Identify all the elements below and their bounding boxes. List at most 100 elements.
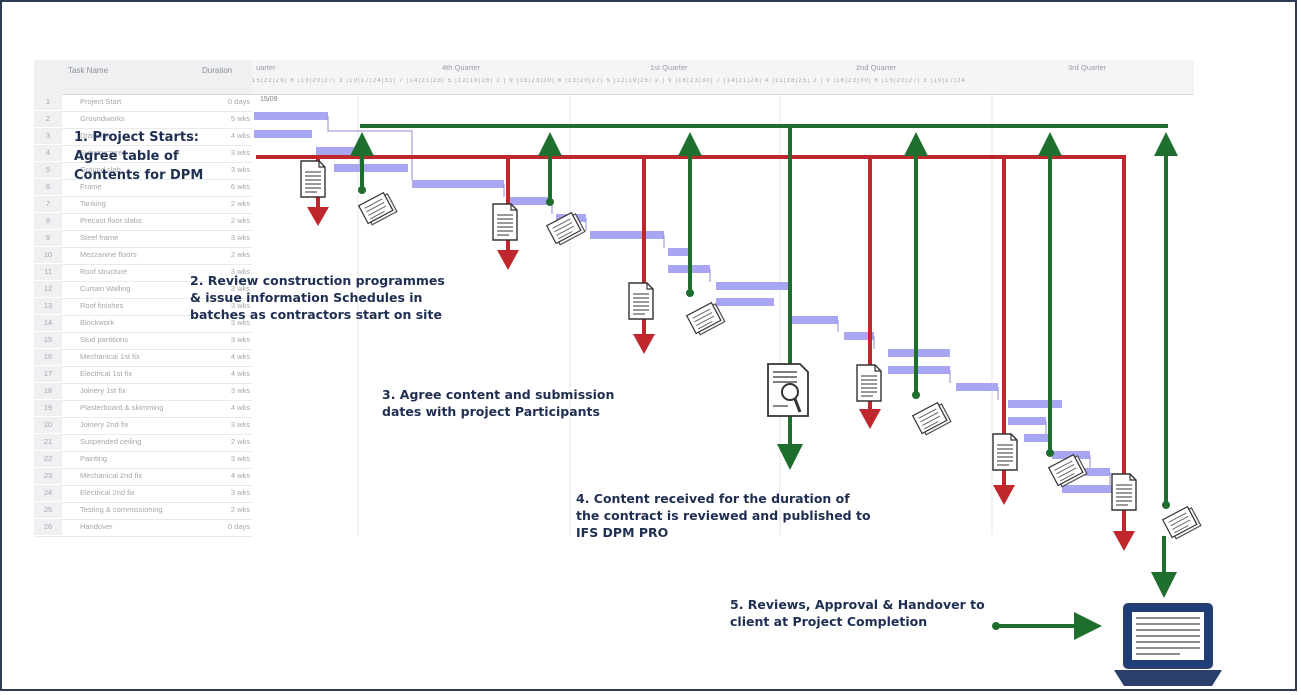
task-duration: 2 wks [230,437,250,446]
task-name: Curtain Walling [80,284,131,293]
task-duration: 5 wks [230,114,250,123]
task-name: Precast floor slabs [80,216,142,225]
task-name: Suspended ceiling [80,437,142,446]
step-4-label: 4. Content received for the duration of … [576,491,871,540]
task-name: Tanking [80,199,106,208]
step-2-label: 2. Review construction programmes & issu… [190,273,445,322]
task-number: 24 [34,485,62,501]
task-number: 18 [34,383,62,399]
task-duration: 4 wks [230,352,250,361]
task-name: Painting [80,454,108,463]
document-stack-icon [912,400,952,437]
task-row: 7 Tanking 2 wks [34,196,252,214]
task-number: 2 [34,111,62,127]
task-number: 5 [34,162,62,178]
task-number: 17 [34,366,62,382]
step-5-label: 5. Reviews, Approval & Handover to clien… [730,597,985,629]
task-number: 4 [34,145,62,161]
quarter-label: uarter [256,63,276,72]
task-number: 25 [34,502,62,518]
task-number: 19 [34,400,62,416]
task-row: 10 Mezzanine floors 2 wks [34,247,252,265]
task-number: 26 [34,519,62,535]
document-icon [992,433,1018,471]
quarter-label: 3rd Quarter [1068,63,1107,72]
task-number: 11 [34,264,62,280]
task-duration: 3 wks [230,386,250,395]
document-icon [1111,473,1137,511]
task-number: 1 [34,94,62,110]
task-duration: 4 wks [230,403,250,412]
task-name: Electrical 2nd fix [80,488,135,497]
task-duration: 3 wks [230,284,250,293]
task-duration: 3 wks [230,318,250,327]
task-duration: 3 wks [230,165,250,174]
gantt-gridlines [357,94,993,535]
task-name: Handover [80,522,113,531]
task-number: 22 [34,451,62,467]
task-name: Joinery 2nd fix [80,420,129,429]
task-number: 21 [34,434,62,450]
document-stack-icon [686,300,726,337]
task-number: 10 [34,247,62,263]
task-number: 23 [34,468,62,484]
duration-header: Duration [202,66,233,75]
task-name: Roof structure [80,267,128,276]
task-name: Substructure [80,148,123,157]
timeline-header: uarter 4th Quarter 1st Quarter 2nd Quart… [252,60,1194,95]
task-number: 14 [34,315,62,331]
task-row: 16 Mechanical 1st fix 4 wks [34,349,252,367]
task-duration: 3 wks [230,335,250,344]
task-duration: 3 wks [230,488,250,497]
task-row: 3 Drainage 4 wks [34,128,252,146]
task-name: Frame [80,182,102,191]
task-duration: 2 wks [230,505,250,514]
task-name: Electrical 1st fix [80,369,133,378]
task-name: Mezzanine floors [80,250,137,259]
task-name: Steel frame [80,233,119,242]
task-duration: 2 wks [230,250,250,259]
task-row: 21 Suspended ceiling 2 wks [34,434,252,452]
task-duration: 4 wks [230,131,250,140]
review-document-icon [767,363,809,417]
task-name: Plasterboard & skimming [80,403,164,412]
task-name: Mechanical 1st fix [80,352,140,361]
task-row: 19 Plasterboard & skimming 4 wks [34,400,252,418]
task-name: Joinery 1st fix [80,386,126,395]
laptop-icon [1114,603,1222,686]
quarter-label: 4th Quarter [442,63,480,72]
task-row: 15 Stud partitions 3 wks [34,332,252,350]
task-number: 3 [34,128,62,144]
document-stack-icon [1162,504,1202,541]
green-arrowheads [350,132,1178,640]
task-duration: 2 wks [230,199,250,208]
task-number: 7 [34,196,62,212]
task-name: Roof finishes [80,301,124,310]
task-number: 13 [34,298,62,314]
red-arrowheads [307,207,1135,551]
task-name: Stud partitions [80,335,128,344]
task-duration: 0 days [227,522,250,531]
task-name: Groundworks [80,114,125,123]
document-icon [492,203,518,241]
task-number: 12 [34,281,62,297]
task-duration: 4 wks [230,369,250,378]
task-number: 16 [34,349,62,365]
task-name: Drainage [80,131,111,140]
green-flow-lines [360,124,1168,628]
green-dots [358,186,1170,630]
task-number: 15 [34,332,62,348]
